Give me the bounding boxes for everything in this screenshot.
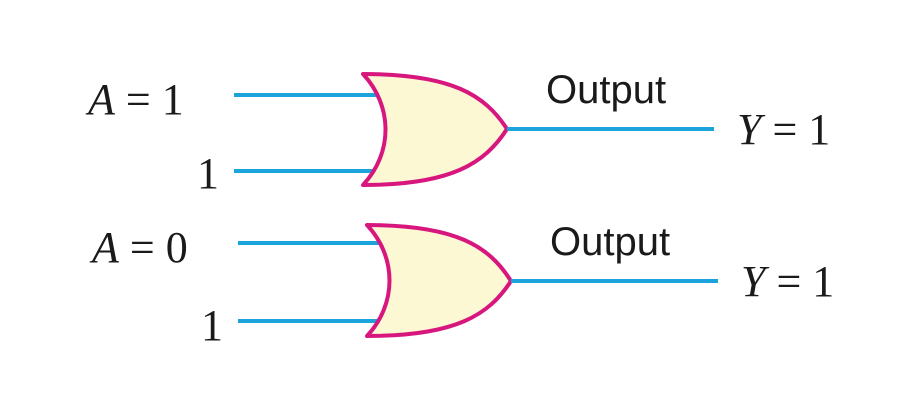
gate-2-input-a-label: A = 0	[89, 223, 188, 272]
or-gate-1-group: A = 1 1 Output Y = 1	[85, 68, 830, 198]
gate-2-output-label: Output	[550, 220, 670, 264]
gate-1-output-value: Y = 1	[737, 105, 830, 154]
gate-2-input-b-label: 1	[201, 301, 223, 350]
gate-2-output-value: Y = 1	[741, 257, 834, 306]
gate-1-input-b-label: 1	[197, 149, 219, 198]
or-gate-1-symbol	[361, 72, 509, 187]
gate-1-input-a-label: A = 1	[85, 75, 184, 124]
gate-1-output-label: Output	[546, 68, 666, 112]
or-gate-2-symbol	[365, 223, 513, 338]
or-gate-2-group: A = 0 1 Output Y = 1	[89, 220, 834, 350]
